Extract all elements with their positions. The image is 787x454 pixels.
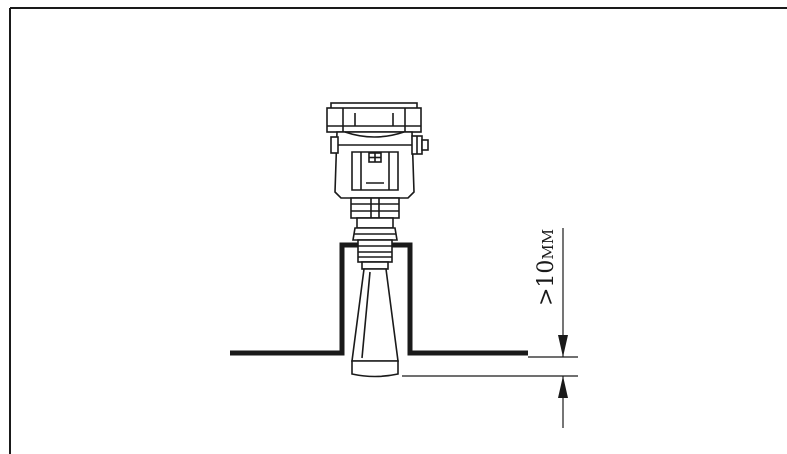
dimension-value: >10: [534, 260, 559, 306]
dimension-unit: MM: [539, 229, 557, 260]
radar-housing: [326, 102, 429, 270]
horn-antenna: [351, 268, 399, 378]
dimension-lines: [402, 228, 578, 428]
drawing-frame: [9, 7, 787, 454]
dimension-label: >10MM: [534, 229, 559, 306]
